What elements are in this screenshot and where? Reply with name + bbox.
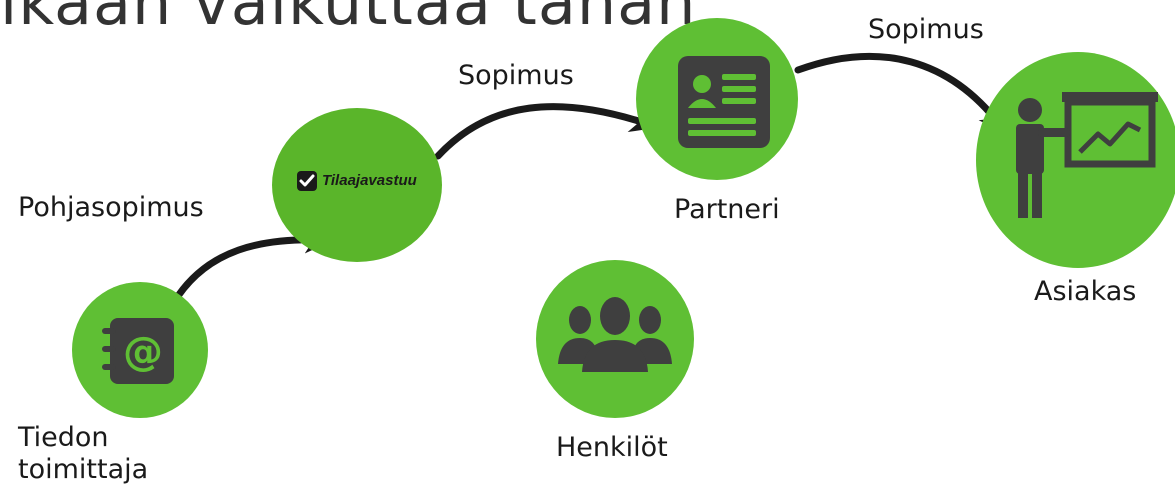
tilaajavastuu-logo-text: Tilaajavastuu [322,172,417,189]
node-partner [636,18,798,180]
node-persons [536,260,694,418]
label-customer: Asiakas [1034,276,1137,307]
svg-text:@: @ [123,329,163,375]
edge-label-contract-1: Sopimus [458,60,574,91]
arrow-contract-1 [434,103,659,160]
label-partner: Partneri [674,194,780,225]
checkmark-logo-icon [297,171,317,191]
node-tilaajavastuu: Tilaajavastuu [272,108,442,262]
slide-title: ikaan vaikuttaa tähän [0,0,697,39]
group-people-icon [558,297,672,372]
label-supplier: Tiedon toimittaja [18,422,149,486]
node-supplier: @ [72,282,208,418]
contact-card-icon [678,56,770,148]
edge-label-base-contract: Pohjasopimus [18,192,204,223]
arrow-contract-2 [794,52,1007,134]
label-persons: Henkilöt [556,432,668,463]
node-customer [976,52,1175,268]
address-book-at-icon: @ [102,318,174,384]
edge-label-contract-2: Sopimus [868,14,984,45]
presenter-chart-icon [1016,92,1158,218]
